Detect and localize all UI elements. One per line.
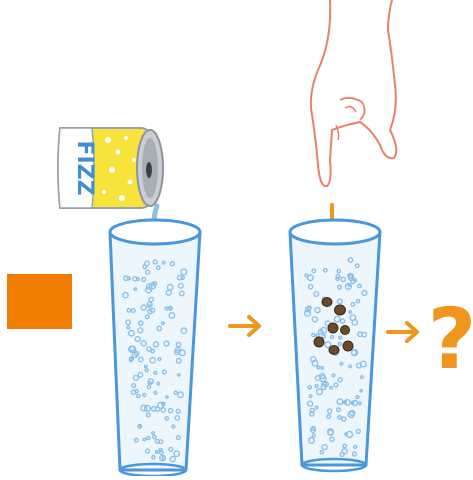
soda-can: FIZZ — [58, 128, 163, 208]
arrow-right-1 — [230, 317, 259, 335]
glass-right — [290, 220, 380, 471]
question-mark: ? — [428, 290, 473, 388]
arrow-right-2 — [388, 323, 417, 341]
orange-square — [7, 274, 72, 329]
hand — [311, 0, 396, 186]
glass-left — [110, 220, 200, 476]
can-label: FIZZ — [72, 140, 97, 195]
